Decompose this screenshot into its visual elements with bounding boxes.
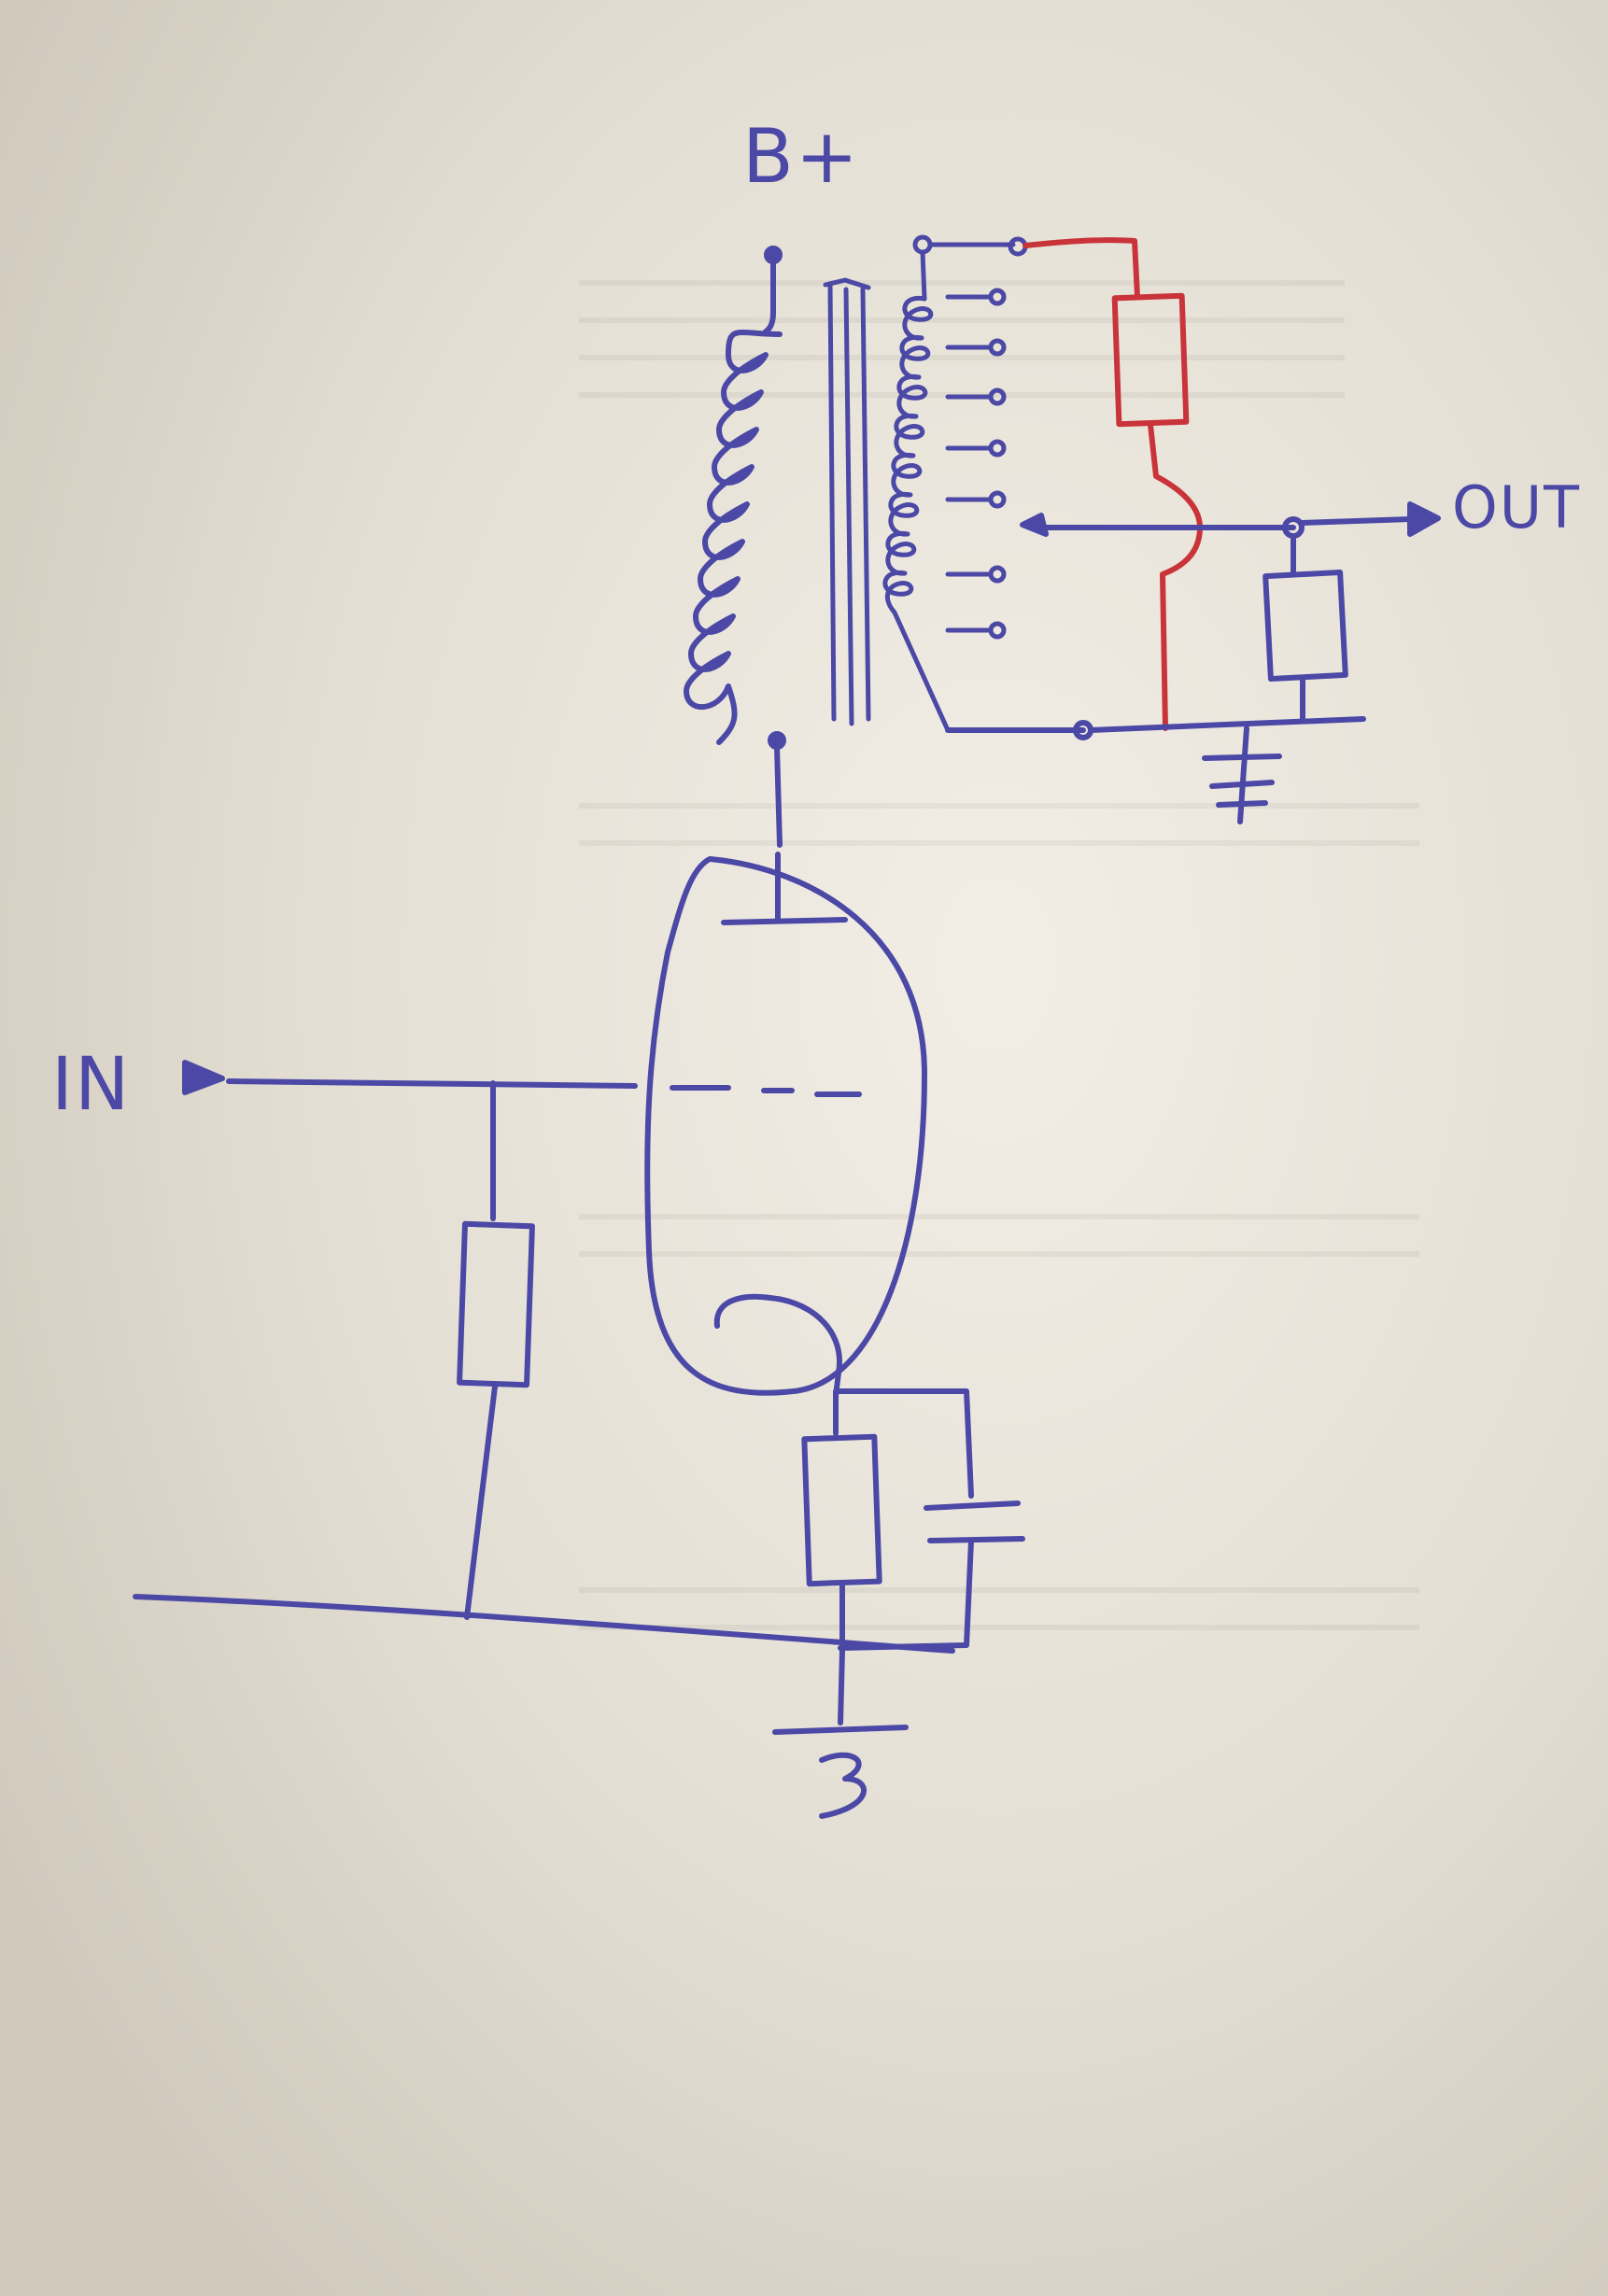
supply-label: B+ <box>742 113 860 200</box>
bypass-capacitor <box>924 1500 1025 1543</box>
output-line <box>1020 501 1441 722</box>
cathode <box>713 1293 842 1399</box>
cathode-resistor <box>801 1433 882 1587</box>
secondary-ground-rail <box>945 716 1366 740</box>
output-label: OUT <box>1452 473 1581 542</box>
input-label: IN <box>51 1043 131 1127</box>
grid <box>670 1085 862 1097</box>
input-circuit <box>133 1060 955 1654</box>
cathode-network <box>801 1388 1025 1726</box>
transformer-secondary <box>882 234 1028 733</box>
triode-tube <box>644 744 927 1399</box>
plate <box>721 917 848 925</box>
ground-symbol-bottom <box>772 1725 909 1819</box>
grid-leak-resistor <box>457 1220 535 1388</box>
load-resistor-red <box>1111 292 1190 428</box>
transformer-core <box>823 277 871 726</box>
ground-symbol-top <box>1202 725 1282 824</box>
output-resistor <box>1262 569 1348 683</box>
